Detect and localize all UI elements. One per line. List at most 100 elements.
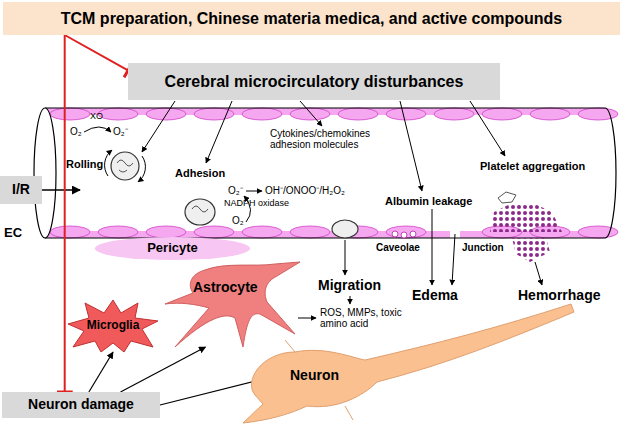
annotation-label: Cytokines/chemokines adhesion molecules	[270, 128, 390, 150]
annotation-label: Hemorrhage	[518, 288, 600, 303]
astrocyte-arrow	[298, 318, 316, 319]
cause-arrow	[206, 101, 232, 163]
vessel	[34, 108, 618, 238]
reaction-arrow	[246, 191, 262, 192]
edema-arrow	[452, 234, 455, 285]
migration-arrow	[345, 240, 346, 275]
endothelial-cell	[50, 226, 90, 238]
vessel-end	[34, 108, 56, 238]
endothelial-cell	[290, 108, 330, 120]
node-text: Neuron damage	[28, 397, 134, 412]
leukocyte	[185, 199, 215, 225]
platelet-aggregate	[512, 238, 550, 262]
leukocyte-nucleus	[192, 206, 208, 212]
node-text: Microglia	[87, 319, 140, 332]
endothelial-cell	[338, 108, 378, 120]
annotation-label: Albumin leakage	[385, 195, 472, 207]
annotation-label: OH⁻/ONOO⁻/H₂O₂	[265, 185, 345, 196]
reaction-arrow	[84, 127, 111, 132]
microglia-cell-outline	[68, 300, 158, 352]
annotation-label: O₂	[70, 126, 82, 137]
leukocyte-nucleus	[117, 160, 133, 172]
annotation-label: O₂⁻	[113, 126, 128, 137]
cause-arrow	[400, 101, 422, 191]
caveolae	[392, 231, 398, 237]
neuron-cell: Neuron	[235, 300, 575, 425]
neuron-cell-outline	[243, 304, 574, 423]
platelet-aggregate	[490, 203, 562, 232]
endothelial-cell	[98, 226, 138, 238]
leukocyte	[111, 152, 139, 180]
endothelial-cell	[386, 226, 426, 238]
endothelial-cell	[434, 108, 474, 120]
edema-arrow	[432, 209, 433, 285]
annotation-label: Junction	[462, 242, 504, 253]
leukocyte	[332, 220, 358, 238]
annotation-label: Adhesion	[175, 167, 225, 179]
endothelial-cell	[242, 108, 282, 120]
caveolae	[410, 231, 416, 237]
astrocyte-cell-outline	[165, 262, 300, 347]
annotation-label: XO	[90, 112, 103, 122]
migration-arrow	[350, 296, 351, 304]
node-text: TCM preparation, Chinese materia medica,…	[61, 10, 562, 28]
endothelial-cell	[50, 108, 618, 238]
endothelial-cell	[194, 226, 234, 238]
inhibition-line	[64, 35, 66, 392]
astrocyte-cell: Astrocyte	[165, 262, 300, 347]
platelet	[498, 192, 516, 203]
caveolae	[401, 232, 407, 238]
vessel-end	[605, 108, 616, 238]
annotation-label: Caveolae	[376, 242, 420, 253]
rolling-arrow	[105, 150, 112, 176]
arrows	[42, 101, 542, 318]
annotation-label: Edema	[412, 288, 458, 303]
cause-arrow	[470, 101, 505, 156]
endothelial-cell	[530, 108, 570, 120]
endothelial-cell	[242, 226, 282, 238]
title-box: TCM preparation, Chinese materia medica,…	[3, 2, 620, 35]
node-text: Cerebral microcirculatory disturbances	[165, 73, 464, 91]
pericyte-cell-outline	[95, 237, 250, 260]
annotation-label: ROS, MMPs, toxic amino acid	[320, 307, 420, 329]
node-text: Pericyte	[147, 241, 198, 255]
leukocyte	[105, 150, 358, 238]
node-text: Neuron	[290, 368, 339, 383]
annotation-label: EC	[4, 226, 22, 240]
endothelial-cell	[50, 108, 90, 120]
vessel-wall	[45, 107, 605, 108]
process-box: Cerebral microcirculatory disturbances	[128, 63, 500, 100]
arrow-connector	[121, 347, 206, 392]
endothelial-cell	[386, 108, 426, 120]
process-box: I/R	[0, 176, 42, 204]
arrow-connector	[89, 352, 113, 392]
ir-arrow	[42, 189, 80, 191]
process-box: Neuron damage	[2, 392, 160, 418]
annotation-label: O₂⁻	[228, 185, 243, 196]
annotation-label: O₂	[232, 215, 244, 226]
microglia-cell: Microglia	[68, 300, 158, 352]
endothelial-cell	[98, 108, 138, 120]
hemorrhage-arrow	[535, 262, 542, 285]
inhibition-line	[65, 35, 128, 70]
endothelial-cell	[482, 108, 522, 120]
annotation-label: Migration	[318, 278, 381, 293]
endothelial-cell	[578, 108, 618, 120]
neuron-cell-outline	[235, 300, 575, 425]
node-text: Astrocyte	[193, 280, 258, 295]
astrocyte-cell-outline	[165, 262, 300, 347]
endothelial-cell	[146, 226, 186, 238]
annotation-label: Rolling	[66, 158, 103, 170]
rolling-arrow	[138, 156, 145, 182]
cause-arrow	[142, 101, 175, 152]
endothelial-cell	[578, 226, 618, 238]
annotation-label: Platelet aggregation	[480, 160, 585, 172]
cause-arrow	[300, 101, 322, 126]
endothelial-cell	[290, 226, 330, 238]
vessel-lumen	[45, 108, 605, 238]
pericyte-cell: Pericyte	[95, 237, 250, 260]
annotation-label: NADPH oxidase	[224, 199, 289, 209]
